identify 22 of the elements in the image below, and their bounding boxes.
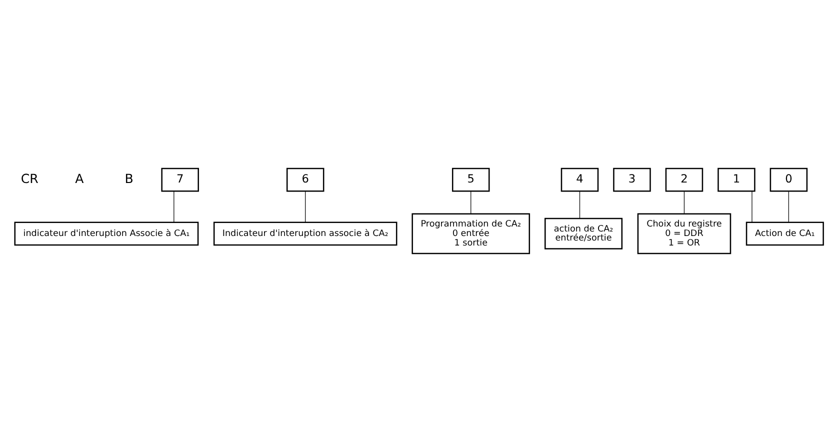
- connector: [579, 190, 580, 219]
- node-box: Choix du registre 0 = DDR 1 = OR: [637, 213, 732, 254]
- label: A: [75, 170, 84, 186]
- node-box: 2: [665, 168, 704, 192]
- label: B: [124, 170, 134, 186]
- node-box: 1: [718, 168, 756, 192]
- node-box: Indicateur d'interuption associe à CA₂: [213, 222, 398, 246]
- node-box: 5: [452, 168, 490, 192]
- connector: [684, 190, 685, 214]
- node-box: Action de CA₁: [746, 222, 824, 246]
- node-box: Programmation de CA₂ 0 entrée 1 sortie: [412, 213, 530, 254]
- label: CR: [20, 170, 38, 186]
- node-box: 7: [161, 168, 199, 192]
- node-box: 6: [286, 168, 324, 192]
- node-box: indicateur d'interuption Associe à CA₁: [14, 222, 199, 246]
- node-box: 3: [613, 168, 651, 192]
- node-box: 4: [560, 168, 599, 192]
- connector: [470, 190, 472, 214]
- node-box: action de CA₂ entrée/sortie: [544, 218, 623, 250]
- node-box: 0: [770, 168, 808, 192]
- connector: [788, 190, 790, 223]
- connector: [305, 190, 306, 223]
